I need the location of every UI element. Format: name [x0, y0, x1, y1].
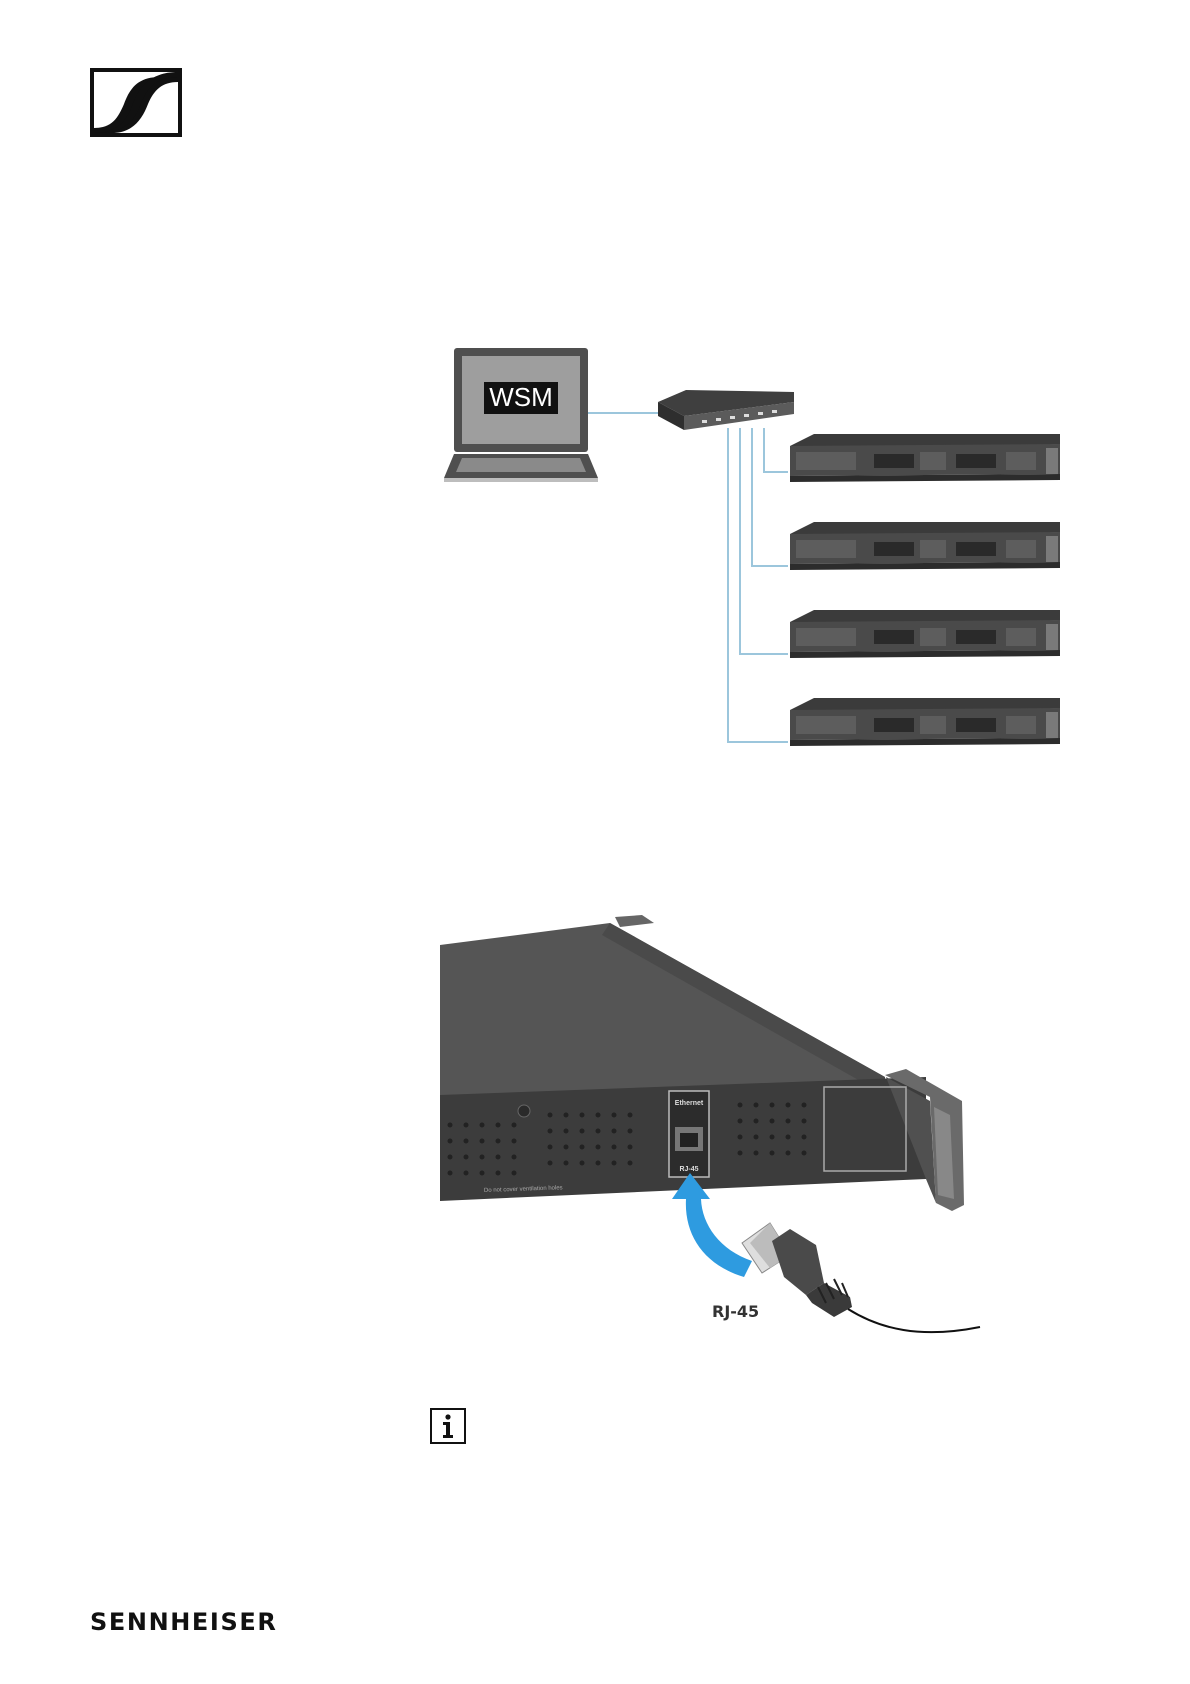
network-diagram: WSM	[440, 340, 1070, 780]
rj45-connection-diagram: Do not cover ventilation holes Ethernet …	[440, 905, 995, 1360]
receiver-rack-3	[790, 610, 1060, 658]
info-icon	[430, 1408, 466, 1444]
footer-brand: SENNHEISER	[90, 1608, 277, 1636]
receiver-rack-2	[790, 522, 1060, 570]
receiver-rack-4	[790, 698, 1060, 746]
laptop-screen-text: WSM	[489, 382, 553, 412]
network-cables	[588, 413, 788, 742]
ethernet-port: Ethernet RJ-45	[669, 1091, 709, 1177]
cable-label: RJ-45	[712, 1302, 759, 1321]
laptop: WSM	[444, 348, 598, 482]
port-bottom-label: RJ-45	[679, 1166, 698, 1173]
receiver-rack-1	[790, 434, 1060, 482]
sennheiser-logo-icon	[90, 68, 182, 137]
port-top-label: Ethernet	[675, 1100, 704, 1107]
rj45-plug	[742, 1223, 980, 1332]
network-switch	[658, 390, 794, 430]
